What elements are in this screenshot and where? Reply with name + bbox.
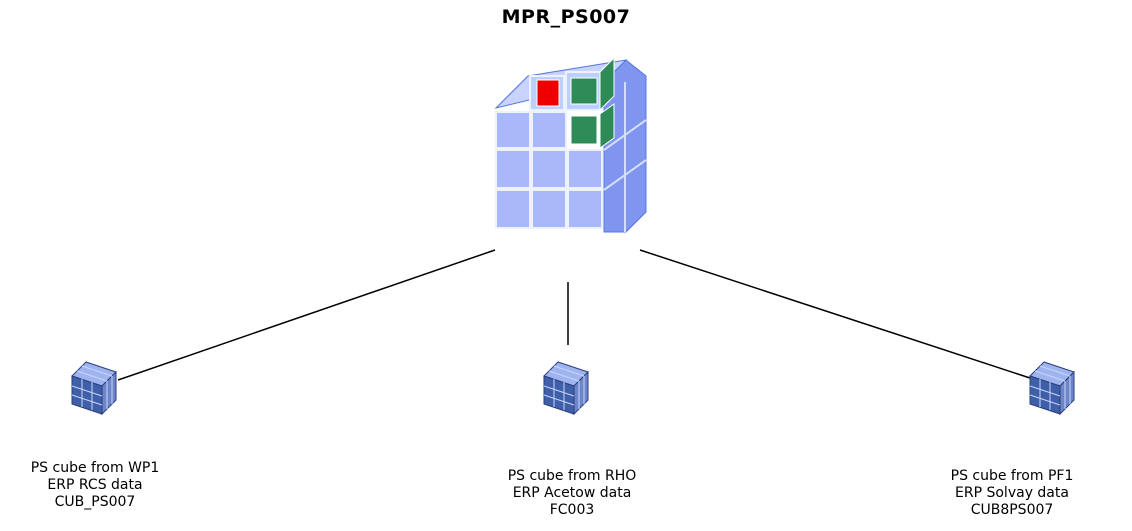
child-node-label-left: PS cube from WP1 ERP RCS data CUB_PS007 xyxy=(0,460,205,511)
connector-right xyxy=(639,249,1031,379)
main-cube-title: MPR_PS007 xyxy=(501,6,631,28)
small-cube-icon-left[interactable] xyxy=(71,361,117,416)
child-node-line1: PS cube from WP1 xyxy=(30,460,160,476)
child-node-line3: CUB_PS007 xyxy=(54,494,136,510)
child-node-line2: ERP Acetow data xyxy=(512,485,632,501)
child-node-line1: PS cube from RHO xyxy=(507,468,637,484)
connector-left xyxy=(117,249,496,381)
child-node-line1: PS cube from PF1 xyxy=(950,468,1074,484)
child-node-label-middle: PS cube from RHO ERP Acetow data FC003 xyxy=(462,468,682,519)
child-node-line3: FC003 xyxy=(549,502,595,518)
olap-cube-icon[interactable] xyxy=(494,56,647,233)
child-node-line2: ERP RCS data xyxy=(47,477,143,493)
small-cube-icon-right[interactable] xyxy=(1029,361,1075,416)
child-node-label-right: PS cube from PF1 ERP Solvay data CUB8PS0… xyxy=(902,468,1122,519)
child-node-line2: ERP Solvay data xyxy=(955,485,1069,501)
small-cube-icon-middle[interactable] xyxy=(543,361,589,416)
child-node-line3: CUB8PS007 xyxy=(970,502,1054,518)
